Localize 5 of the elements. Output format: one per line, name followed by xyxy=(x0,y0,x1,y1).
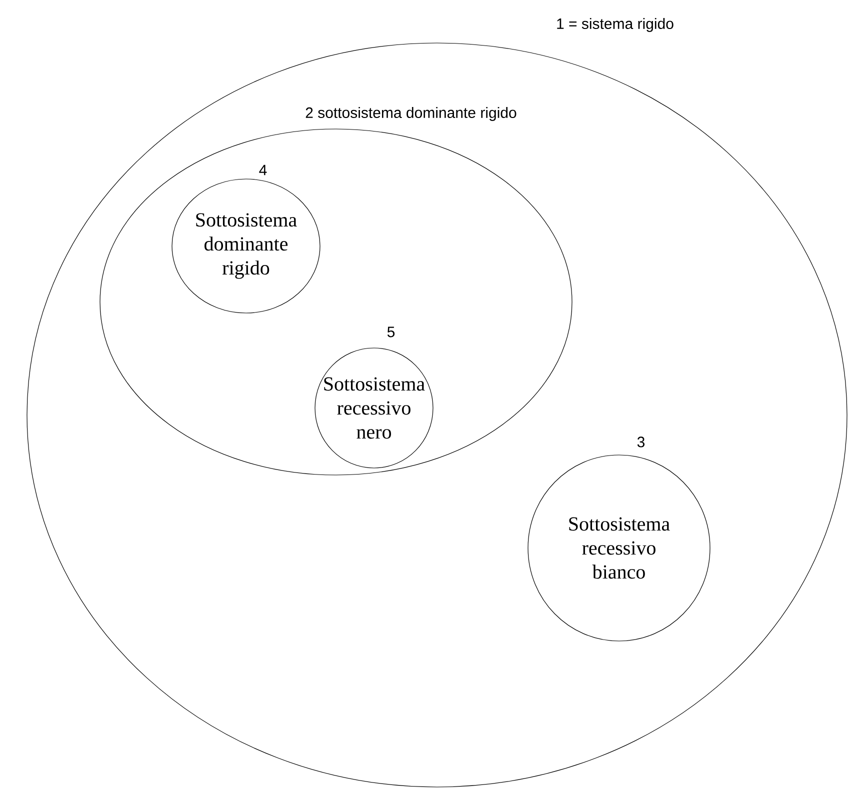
node-label: 4 xyxy=(259,164,267,176)
node-label: 2 sottosistema dominante rigido xyxy=(306,107,516,121)
node-label: 5 xyxy=(387,326,395,338)
node-label: 3 xyxy=(637,436,645,448)
node-label: 1 = sistema rigido xyxy=(557,18,674,32)
